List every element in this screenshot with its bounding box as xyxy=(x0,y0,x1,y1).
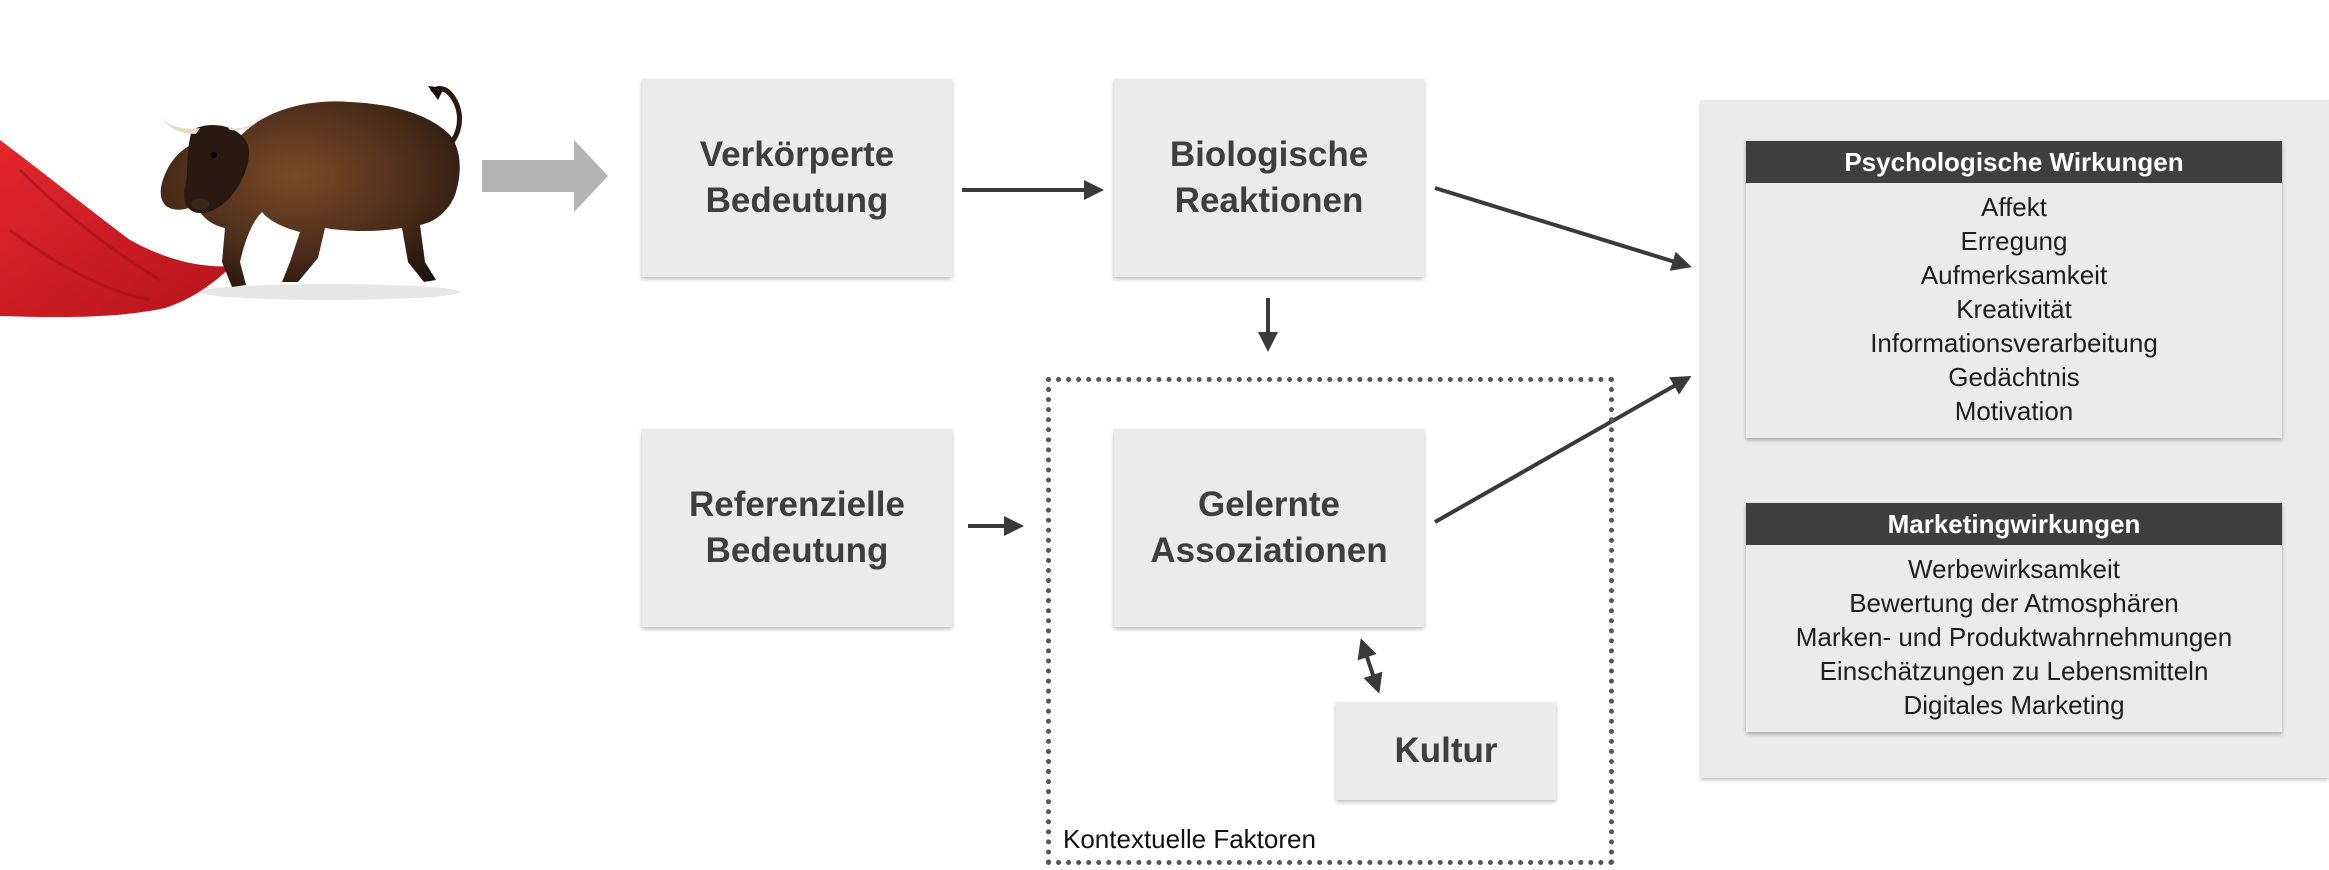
box-gelernte-assoziationen: Gelernte Assoziationen xyxy=(1114,429,1424,627)
psychological-item: Motivation xyxy=(1954,396,2074,426)
red-cape xyxy=(0,140,232,318)
box-referenzielle-line2: Bedeutung xyxy=(705,531,889,570)
bull-with-red-cape-image xyxy=(0,86,462,318)
marketing-item: Werbewirksamkeit xyxy=(1908,554,2120,584)
psychological-effects-card: Psychologische Wirkungen Affekt Erregung… xyxy=(1746,141,2282,438)
box-biologische-line2: Reaktionen xyxy=(1174,181,1364,220)
arrow-gelernte-kultur-bidirectional xyxy=(1357,638,1383,694)
psychological-item: Gedächtnis xyxy=(1948,362,2080,392)
arrow-biologische-to-psychological xyxy=(1434,186,1692,271)
context-factors-area xyxy=(1046,377,1614,865)
stimulus-arrow xyxy=(482,140,608,212)
psychological-item: Erregung xyxy=(1960,226,2068,256)
arrow-gelernte-to-psychological xyxy=(1434,376,1692,524)
box-verkoerperte-line1: Verkörperte xyxy=(699,135,895,174)
box-verkoerperte-line2: Bedeutung xyxy=(705,181,889,220)
psychological-item: Affekt xyxy=(1980,192,2047,222)
marketing-item: Marken- und Produktwahrnehmungen xyxy=(1795,622,2233,652)
box-referenzielle-bedeutung: Referenzielle Bedeutung xyxy=(642,429,952,627)
psychological-effects-title: Psychologische Wirkungen xyxy=(1746,141,2282,183)
box-biologische-reaktionen: Biologische Reaktionen xyxy=(1114,79,1424,277)
marketing-effects-card: Marketingwirkungen Werbewirksamkeit Bewe… xyxy=(1746,503,2282,732)
marketing-item: Digitales Marketing xyxy=(1903,690,2125,720)
psychological-item: Informationsverarbeitung xyxy=(1870,328,2158,358)
psychological-item: Aufmerksamkeit xyxy=(1920,260,2108,290)
box-gelernte-line1: Gelernte xyxy=(1197,485,1340,524)
box-biologische-line1: Biologische xyxy=(1169,135,1369,174)
psychological-item: Kreativität xyxy=(1956,294,2072,324)
box-kultur: Kultur xyxy=(1336,702,1556,800)
marketing-effects-title: Marketingwirkungen xyxy=(1746,503,2282,545)
box-kultur-label: Kultur xyxy=(1394,731,1498,770)
box-referenzielle-line1: Referenzielle xyxy=(689,485,905,524)
context-factors-label: Kontextuelle Faktoren xyxy=(1063,824,1316,854)
marketing-item: Einschätzungen zu Lebensmitteln xyxy=(1819,656,2209,686)
box-gelernte-line2: Assoziationen xyxy=(1150,531,1388,570)
marketing-item: Bewertung der Atmosphären xyxy=(1849,588,2179,618)
box-verkoerperte-bedeutung: Verkörperte Bedeutung xyxy=(642,79,952,277)
